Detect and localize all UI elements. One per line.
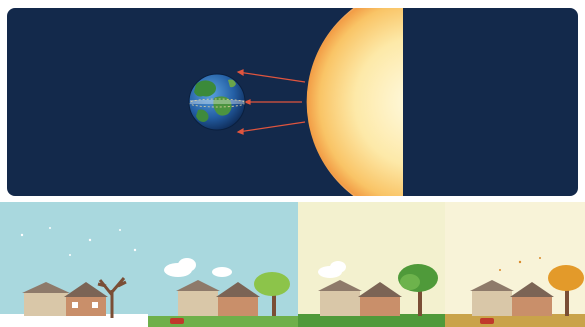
seasons-strip [0, 202, 585, 327]
sunlight-rays [236, 69, 306, 135]
winter-scene [0, 277, 148, 327]
earth-icon [188, 73, 246, 131]
snowflakes [20, 227, 137, 256]
spring-scene [148, 272, 298, 327]
cloud-icon [164, 258, 346, 278]
sun-icon [306, 8, 409, 196]
space-panel [7, 8, 578, 196]
autumn-scene [445, 257, 585, 327]
summer-scene [298, 264, 445, 327]
